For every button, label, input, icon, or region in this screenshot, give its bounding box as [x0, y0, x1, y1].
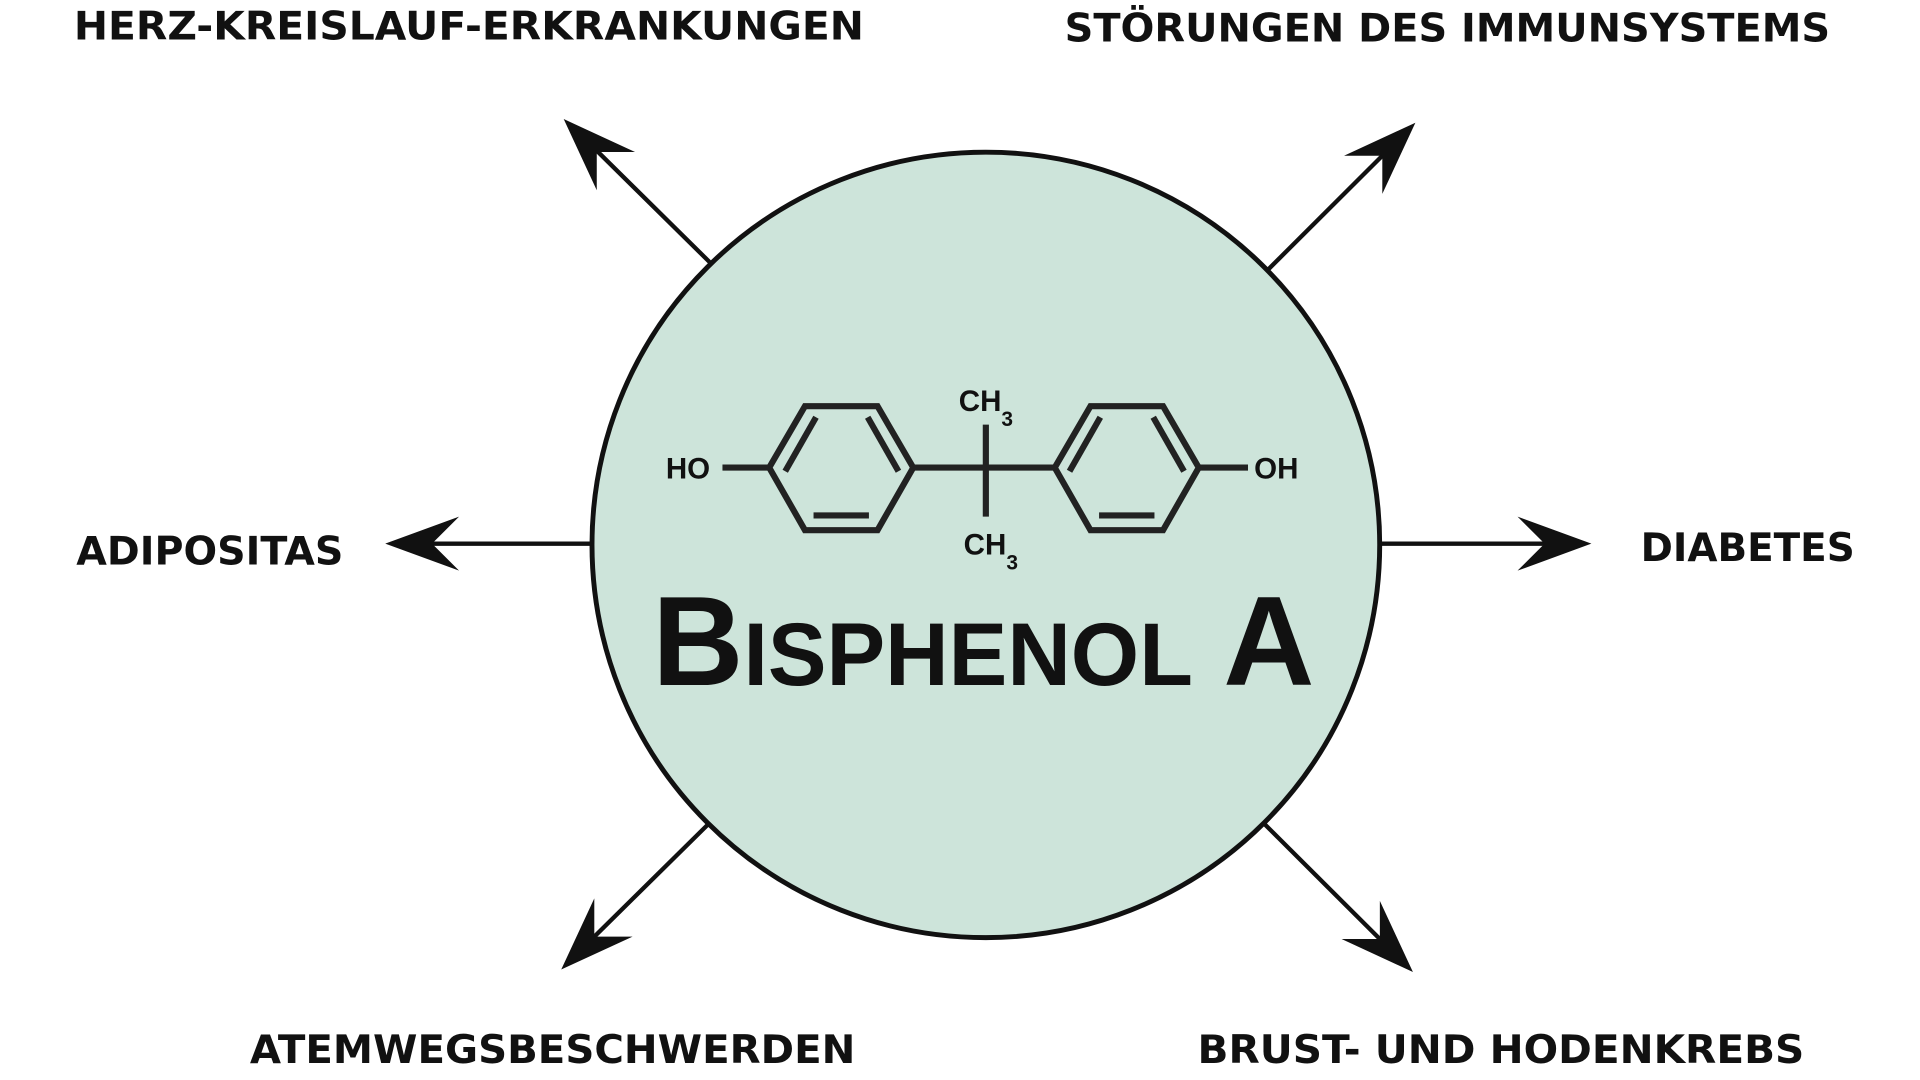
label-diabetes: DIABETES — [1641, 526, 1855, 571]
hydroxyl-left: HO — [666, 453, 710, 486]
label-cardiovascular: HERZ-KREISLAUF-ERKRANKUNGEN — [74, 4, 864, 49]
methyl-bottom: CH3 — [964, 529, 1018, 575]
arrow-top-left — [544, 99, 712, 265]
methyl-top: CH3 — [959, 385, 1013, 431]
label-obesity: ADIPOSITAS — [76, 530, 343, 575]
bpa-structure: HO OH CH3 CH3 — [666, 385, 1299, 574]
label-immune: STÖRUNGEN DES IMMUNSYSTEMS — [1065, 5, 1831, 52]
diagram-title: Bisphenol A — [652, 570, 1314, 713]
hydroxyl-right: OH — [1254, 453, 1298, 486]
arrow-top-right — [1266, 103, 1435, 272]
arrow-left — [385, 516, 592, 571]
arrow-bottom-right — [1263, 823, 1433, 992]
arrow-right — [1379, 516, 1592, 571]
label-cancer: BRUST- UND HODENKREBS — [1198, 1028, 1805, 1073]
label-respiratory: ATEMWEGSBESCHWERDEN — [250, 1028, 856, 1073]
arrow-bottom-left — [542, 823, 710, 989]
